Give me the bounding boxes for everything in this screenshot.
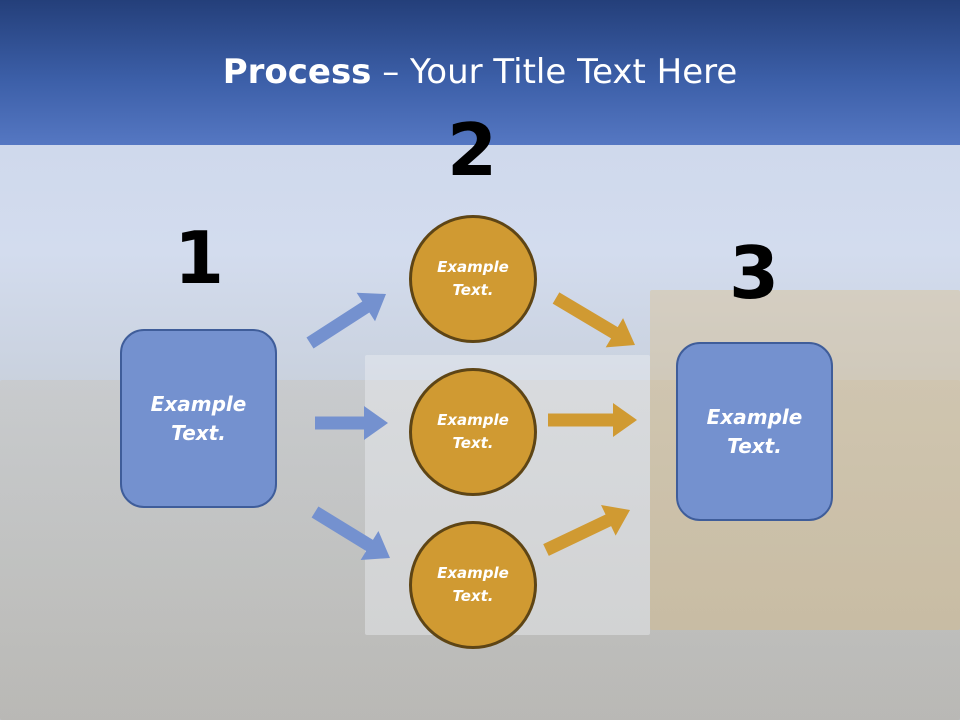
step-1-number: 1 [173, 216, 225, 300]
box-text: Text. [727, 433, 782, 458]
circle-text: Text. [452, 587, 494, 605]
circle-text: Text. [452, 281, 494, 299]
step-1-box: Example Text. [120, 329, 277, 508]
box-text: Example [150, 391, 247, 416]
arrow-icon [306, 292, 386, 349]
step-3-box: Example Text. [676, 342, 833, 521]
title-rest: – Your Title Text Here [371, 52, 738, 92]
arrow-icon [552, 292, 635, 348]
circle-text: Example [437, 564, 509, 582]
box-text: Example [706, 404, 803, 429]
title-bar: Process – Your Title Text Here [0, 0, 960, 145]
title-bold: Process [222, 52, 372, 92]
arrow-icon [315, 406, 388, 440]
step-2-circle-3: Example Text. [409, 521, 537, 649]
step-2-circle-2: Example Text. [409, 368, 537, 496]
circle-text: Example [437, 411, 509, 429]
arrow-icon [311, 506, 390, 560]
arrow-icon [543, 504, 630, 556]
box-text: Text. [171, 420, 226, 445]
arrow-icon [548, 403, 637, 437]
step-2-circle-1: Example Text. [409, 215, 537, 343]
step-3-number: 3 [728, 231, 780, 315]
circle-text: Text. [452, 434, 494, 452]
slide-title: Process – Your Title Text Here [0, 52, 960, 92]
circle-text: Example [437, 258, 509, 276]
step-2-number: 2 [446, 108, 498, 192]
